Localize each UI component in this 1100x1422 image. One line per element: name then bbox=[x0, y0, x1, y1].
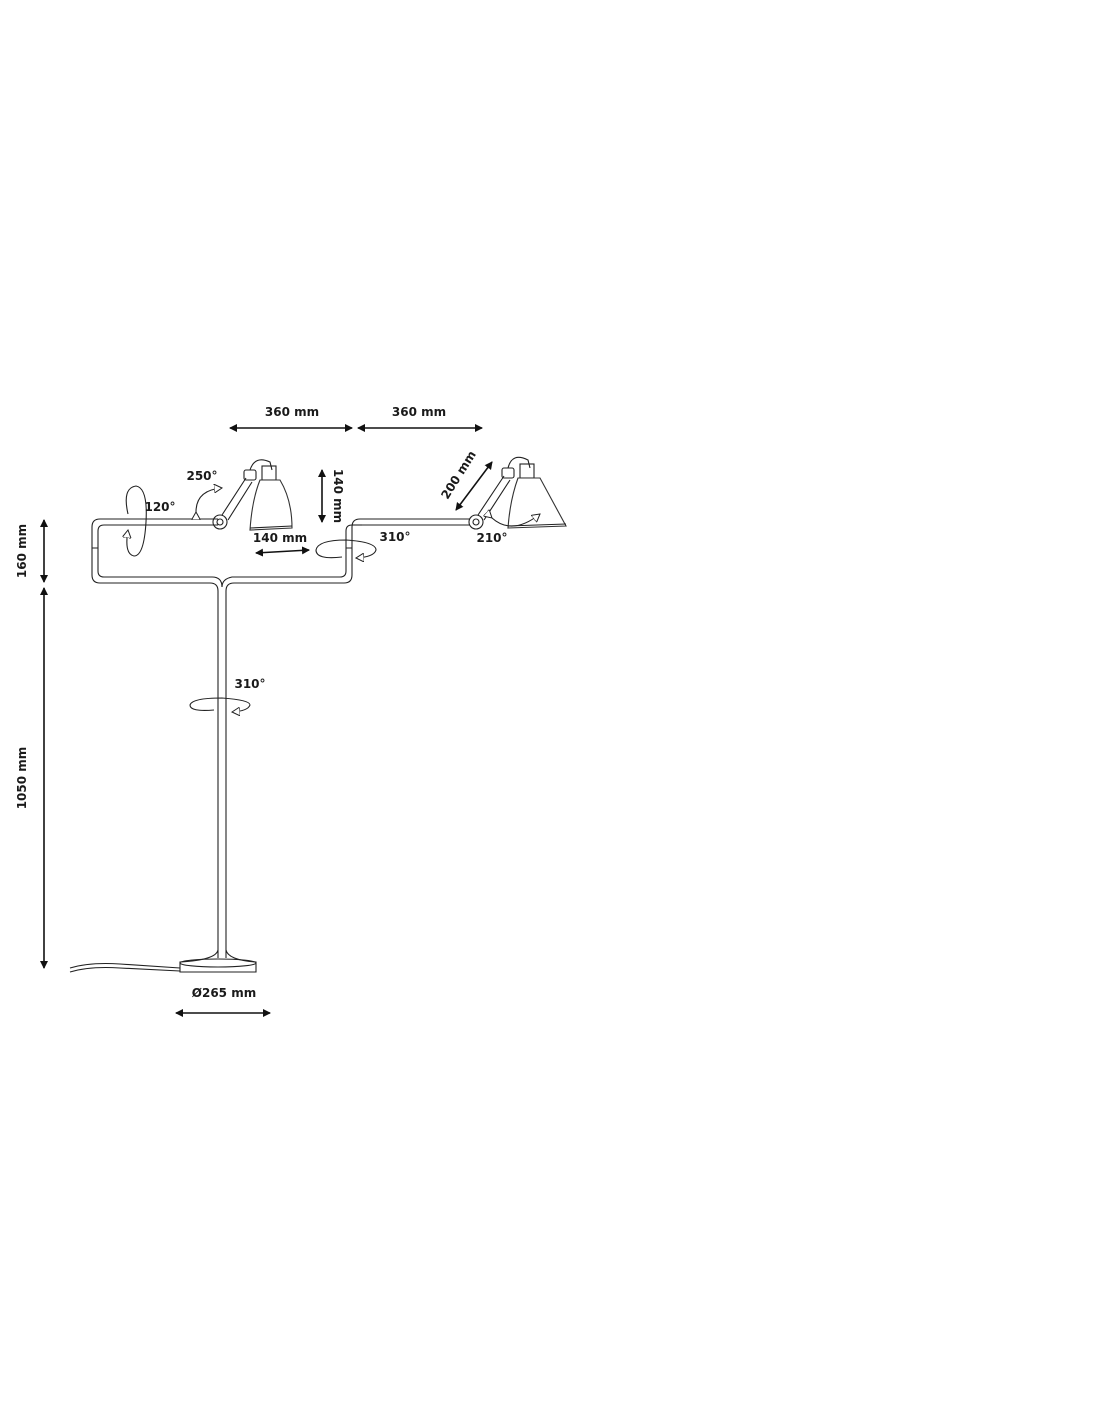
base-diameter-label: Ø265 mm bbox=[192, 986, 256, 1000]
top-right-width-label: 360 mm bbox=[392, 405, 446, 419]
right-arm-length-arrow bbox=[455, 461, 493, 511]
stem-height-label: 1050 mm bbox=[15, 747, 29, 810]
right-arm-rotation-indicator bbox=[315, 539, 377, 558]
stem-rotation-indicator bbox=[189, 697, 251, 712]
shade-width-label: 140 mm bbox=[253, 531, 307, 545]
left-arm-rotation-indicator bbox=[126, 485, 147, 557]
stem-rotation-label: 310° bbox=[234, 677, 265, 691]
right-arm-length-label: 200 mm bbox=[438, 448, 479, 501]
left-elbow-rotation-indicator bbox=[196, 488, 222, 512]
left-lamp-head bbox=[212, 459, 293, 531]
right-arm-rotation-label: 310° bbox=[379, 530, 410, 544]
lamp-base bbox=[69, 949, 257, 973]
shade-width-arrow bbox=[255, 546, 310, 557]
top-left-width-label: 360 mm bbox=[265, 405, 319, 419]
left-elbow-rotation-label: 250° bbox=[186, 469, 217, 483]
right-shade-rotation-indicator bbox=[492, 514, 540, 527]
right-shade-rotation-label: 210° bbox=[476, 531, 507, 545]
frame-height-label: 160 mm bbox=[15, 524, 29, 578]
lamp-frame bbox=[91, 518, 470, 958]
shade-height-label: 140 mm bbox=[331, 469, 345, 523]
right-lamp-head bbox=[468, 456, 567, 530]
left-arm-rotation-label: 120° bbox=[144, 500, 175, 514]
